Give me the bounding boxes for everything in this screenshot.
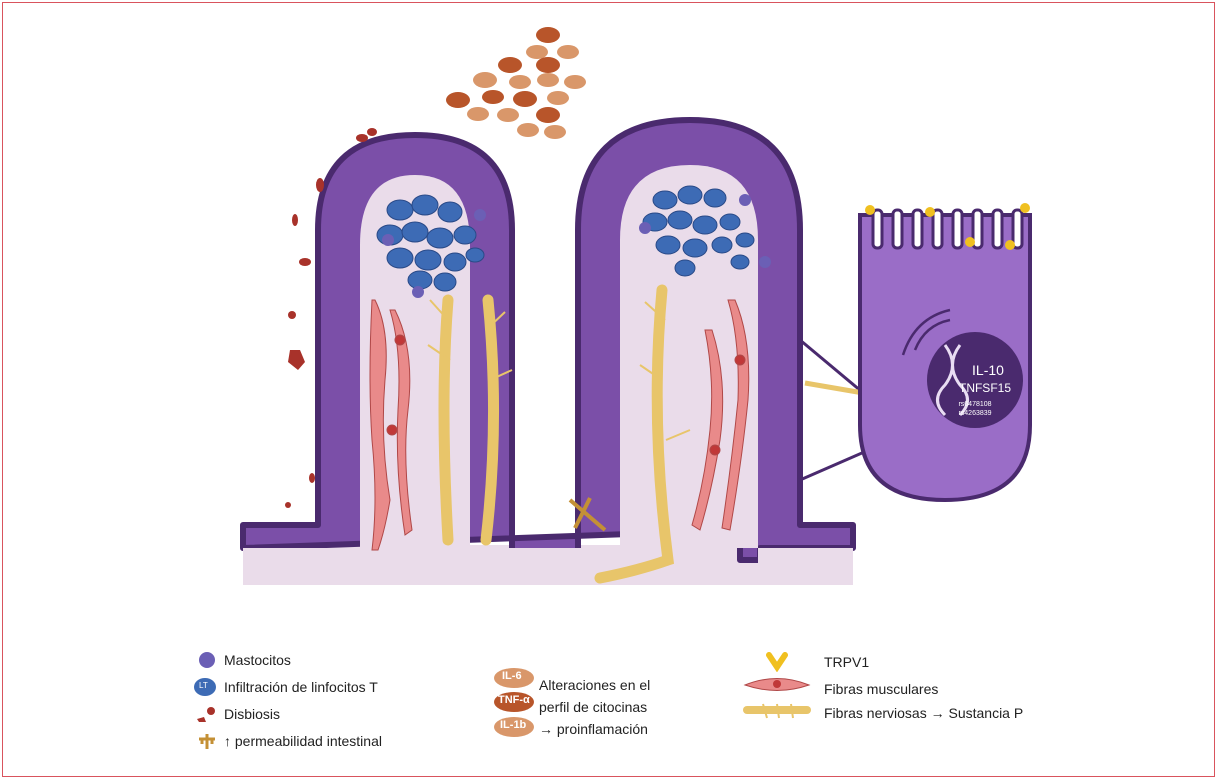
legend-trpv1: TRPV1 <box>824 654 869 670</box>
legend-nerviosas: Fibras nerviosas → Sustancia P <box>824 705 1023 721</box>
legend-permeabilidad: ↑ permeabilidad intestinal <box>224 733 382 749</box>
lymphocyte-icon-label: LT <box>199 681 208 690</box>
legend-citocinas-line3: → proinflamación <box>539 721 648 737</box>
gene-il10: IL-10 <box>972 362 1004 378</box>
villus-left-epithelium <box>243 120 853 578</box>
trpv1-icon <box>766 652 788 672</box>
legend-disbiosis: Disbiosis <box>224 706 280 722</box>
nerve-fiber-icon <box>743 700 811 722</box>
right-base <box>758 548 853 585</box>
snp-2: rs4263839 <box>958 410 991 417</box>
legend-musculares: Fibras musculares <box>824 681 938 697</box>
cytokine-cluster <box>446 27 586 139</box>
snp-1: rs6478108 <box>958 401 991 408</box>
tnf-icon-label: TNF-α <box>498 694 530 706</box>
legend-citocinas-line1: Alteraciones en el <box>539 677 650 693</box>
il6-icon-label: IL-6 <box>502 670 522 682</box>
mast-cell-icon <box>198 651 216 669</box>
legend-mastocitos: Mastocitos <box>224 652 291 668</box>
legend-linfocitos: Infiltración de linfocitos T <box>224 679 378 695</box>
left-base <box>243 548 360 585</box>
microbiota-icon <box>194 705 220 723</box>
il1b-icon-label: IL-1b <box>500 719 526 731</box>
gene-tnfsf15: TNFSF15 <box>959 381 1011 395</box>
muscle-fiber-icon <box>743 676 811 694</box>
permeability-icon <box>197 732 217 752</box>
legend-citocinas-line2: perfil de citocinas <box>539 699 647 715</box>
